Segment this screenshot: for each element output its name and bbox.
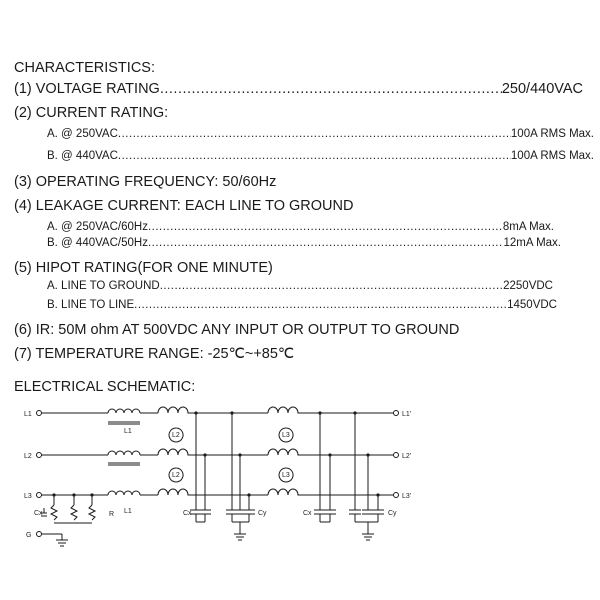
terminal-l2-in xyxy=(36,452,42,458)
inductor-label-l2-top: L2 xyxy=(172,432,180,439)
leader-dots: ........................................… xyxy=(117,128,511,140)
input-label-l3: L3 xyxy=(24,493,32,500)
hipot-rating-a-label: A. LINE TO GROUND xyxy=(47,280,160,292)
current-rating-a-row: A. @ 250VAC ............................… xyxy=(47,128,594,140)
leakage-current-a-label: A. @ 250VAC/60Hz xyxy=(47,221,148,233)
terminal-l1-in xyxy=(36,410,42,416)
schematic-heading: ELECTRICAL SCHEMATIC: xyxy=(14,379,196,395)
current-rating-b-label: B. @ 440VAC xyxy=(47,150,118,162)
leader-dots: ........................................… xyxy=(159,81,502,97)
leader-dots: ........................................… xyxy=(147,237,504,249)
current-rating-a-label: A. @ 250VAC xyxy=(47,128,118,140)
leader-dots: ........................................… xyxy=(147,221,503,233)
hipot-rating-b-row: B. LINE TO LINE ........................… xyxy=(47,299,557,311)
operating-frequency: (3) OPERATING FREQUENCY: 50/60Hz xyxy=(14,174,277,190)
leakage-current-b-row: B. @ 440VAC/50Hz .......................… xyxy=(47,237,561,249)
characteristics-heading: CHARACTERISTICS: xyxy=(14,60,155,76)
inductor-label-l1-top: L1 xyxy=(124,428,132,435)
output-label-l2: L2' xyxy=(402,453,411,460)
leader-dots: ........................................… xyxy=(134,299,508,311)
leakage-current-b-value: 12mA Max. xyxy=(503,237,561,249)
terminal-l3-out xyxy=(393,492,399,498)
output-label-l3: L3' xyxy=(402,493,411,500)
hipot-rating-a-value: 2250VDC xyxy=(503,280,553,292)
terminal-g-in xyxy=(36,531,42,537)
terminal-l2-out xyxy=(393,452,399,458)
temperature-range: (7) TEMPERATURE RANGE: -25℃~+85℃ xyxy=(14,346,295,362)
input-label-l2: L2 xyxy=(24,453,32,460)
current-rating-label: (2) CURRENT RATING: xyxy=(14,105,169,121)
inductor-label-l3-top: L3 xyxy=(282,432,290,439)
current-rating-a-value: 100A RMS Max. xyxy=(510,128,594,140)
cx-label-mid: Cx xyxy=(183,510,192,517)
leader-dots: ........................................… xyxy=(159,280,504,292)
leakage-current-a-row: A. @ 250VAC/60Hz .......................… xyxy=(47,221,554,233)
leakage-current-label: (4) LEAKAGE CURRENT: EACH LINE TO GROUND xyxy=(14,198,354,214)
inductor-label-l3-bottom: L3 xyxy=(282,472,290,479)
terminal-l3-in xyxy=(36,492,42,498)
leakage-current-a-value: 8mA Max. xyxy=(502,221,554,233)
terminal-l1-out xyxy=(393,410,399,416)
insulation-resistance: (6) IR: 50M ohm AT 500VDC ANY INPUT OR O… xyxy=(14,322,460,338)
hipot-rating-label: (5) HIPOT RATING(FOR ONE MINUTE) xyxy=(14,260,273,276)
leader-dots: ........................................… xyxy=(117,150,511,162)
hipot-rating-b-value: 1450VDC xyxy=(507,299,557,311)
current-rating-b-value: 100A RMS Max. xyxy=(510,150,594,162)
cy-label-right: Cy xyxy=(388,510,397,517)
hipot-rating-a-row: A. LINE TO GROUND ......................… xyxy=(47,280,553,292)
inductor-label-l1-bottom: L1 xyxy=(124,508,132,515)
hipot-rating-b-label: B. LINE TO LINE xyxy=(47,299,135,311)
cx-label-right: Cx xyxy=(303,510,312,517)
cx-label-left: Cx xyxy=(34,510,43,517)
input-label-l1: L1 xyxy=(24,411,32,418)
current-rating-b-row: B. @ 440VAC ............................… xyxy=(47,150,594,162)
input-label-g: G xyxy=(26,532,31,539)
resistor-label: R xyxy=(109,511,114,518)
cy-label-mid: Cy xyxy=(258,510,267,517)
voltage-rating-label: (1) VOLTAGE RATING xyxy=(14,81,160,97)
leakage-current-b-label: B. @ 440VAC/50Hz xyxy=(47,237,148,249)
electrical-schematic: L1 L2 L3 G L1' L2' L3' L1 L1 L2 L2 L3 L3… xyxy=(24,406,411,547)
inductor-label-l2-bottom: L2 xyxy=(172,472,180,479)
voltage-rating-value: 250/440VAC xyxy=(501,81,583,97)
voltage-rating-row: (1) VOLTAGE RATING .....................… xyxy=(14,81,583,97)
output-label-l1: L1' xyxy=(402,411,411,418)
